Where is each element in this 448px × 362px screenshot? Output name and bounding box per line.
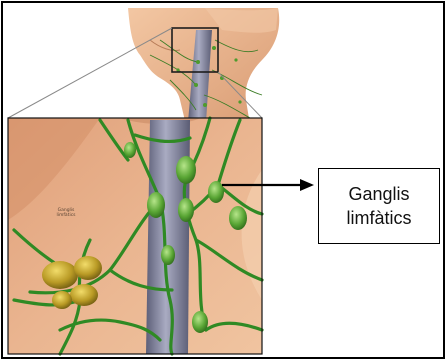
outer-frame	[1, 1, 445, 359]
diagram-root: Ganglis limfàtics Ganglis limfàtics	[0, 0, 448, 362]
